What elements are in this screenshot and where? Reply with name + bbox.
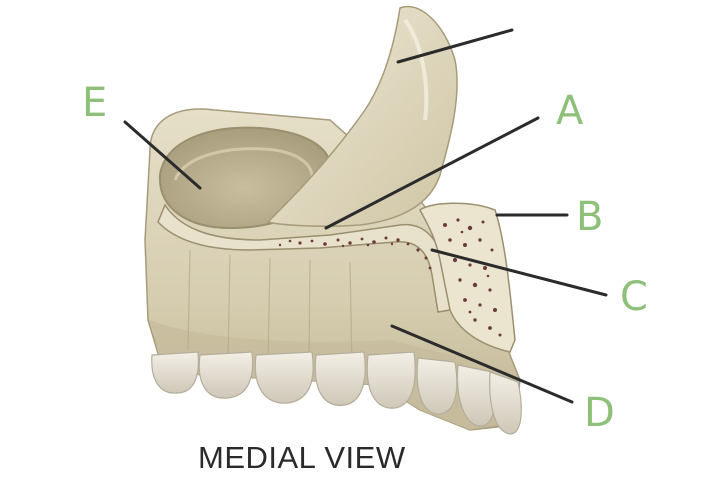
leader-line-e (123, 120, 202, 190)
tooth (198, 351, 254, 399)
frontal-process (266, 5, 458, 227)
alveolar-process-section (419, 202, 516, 353)
leader-line-a (324, 116, 540, 230)
diagram-caption: MEDIAL VIEW (198, 440, 406, 475)
label-d: D (584, 390, 615, 436)
tooth (314, 351, 366, 406)
tooth (489, 371, 522, 435)
tooth (416, 357, 458, 415)
leader-line-c (430, 248, 608, 297)
tooth (366, 351, 416, 409)
teeth-row (151, 351, 522, 435)
leader-line-frontal (396, 28, 514, 64)
label-a: A (556, 88, 584, 134)
label-c: C (620, 274, 648, 320)
palatine-process-section (157, 203, 451, 313)
tooth (254, 351, 314, 404)
tooth (151, 351, 200, 394)
leader-line-d (390, 324, 574, 404)
leader-lines (123, 28, 608, 404)
label-b: B (576, 194, 603, 240)
label-e: E (82, 80, 107, 126)
